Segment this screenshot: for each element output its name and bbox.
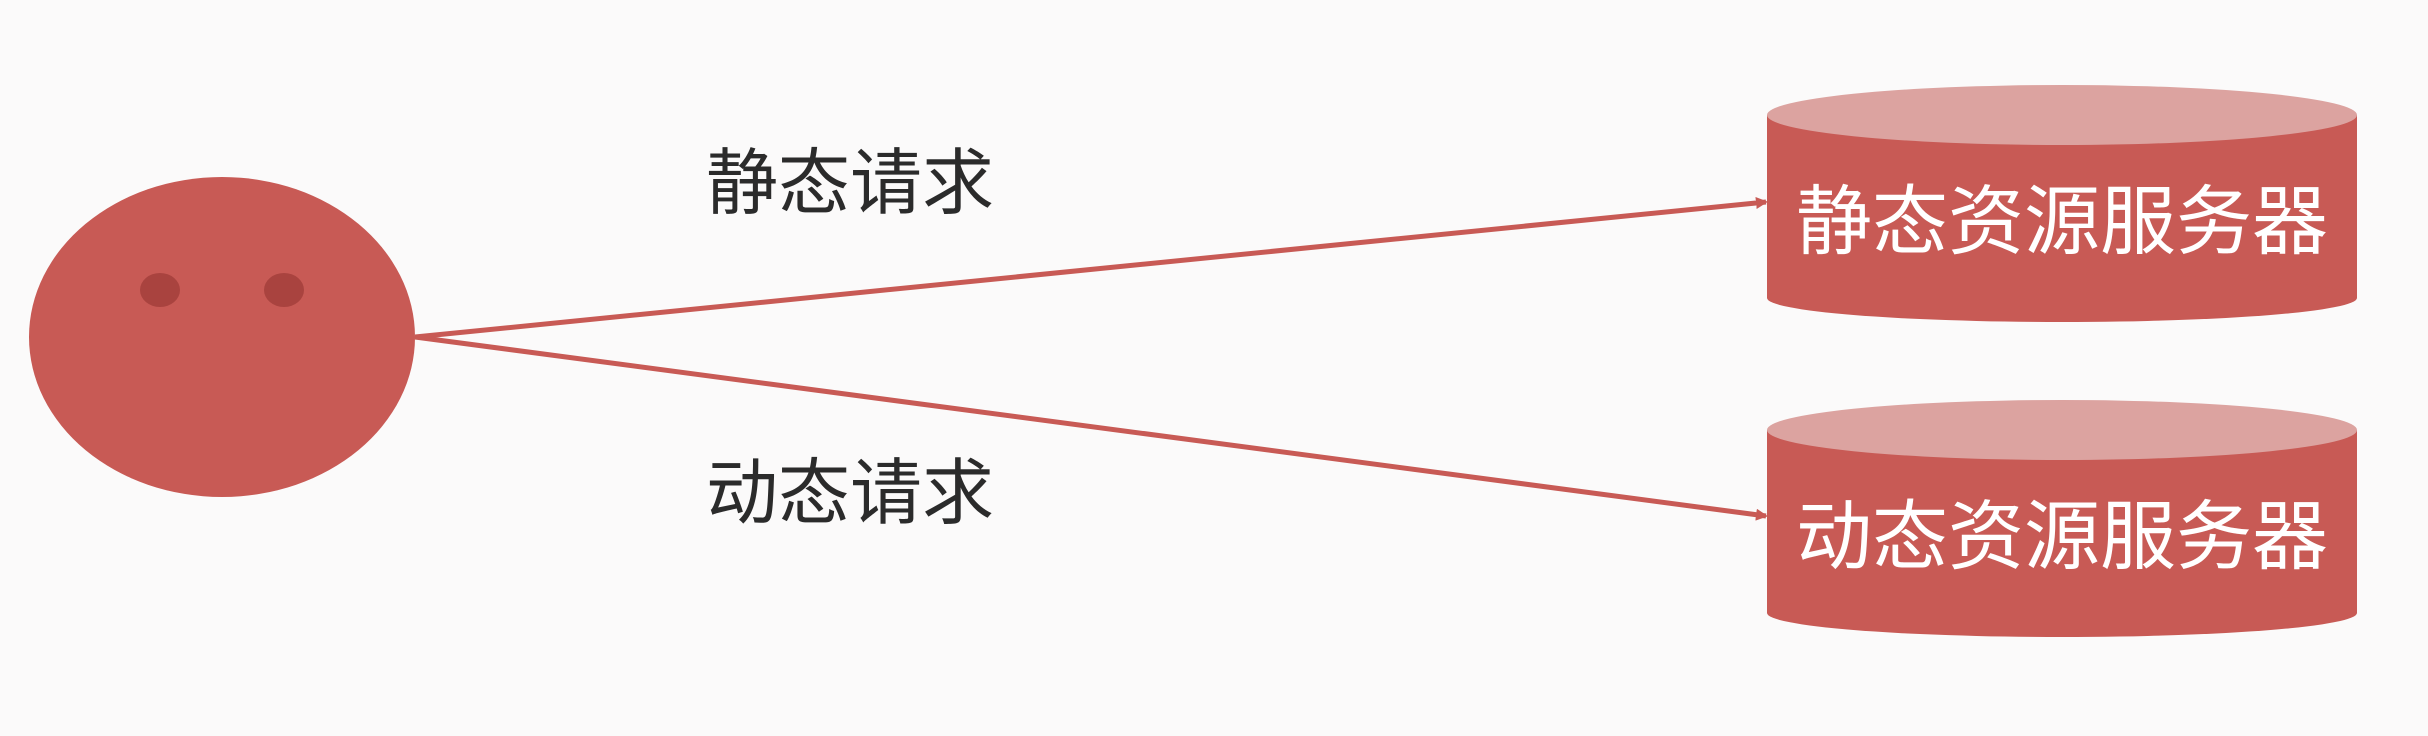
dynamic-server-bottom <box>1767 589 2357 637</box>
static-server-bottom <box>1767 274 2357 322</box>
static-server-label: 静态资源服务器 <box>1796 177 2328 266</box>
client-face-right-eye <box>264 273 304 307</box>
static-resource-server: 静态资源服务器 <box>1767 85 2357 322</box>
dynamic-server-body <box>1767 430 2357 613</box>
static-server-top <box>1767 85 2357 145</box>
client-face-body <box>29 177 415 497</box>
dynamic-request-arrow <box>414 334 1768 521</box>
static-server-body <box>1767 115 2357 298</box>
client-face <box>29 177 415 497</box>
static-request-label: 静态请求 <box>706 141 994 225</box>
dynamic-resource-server: 动态资源服务器 <box>1767 400 2357 637</box>
dynamic-server-label: 动态资源服务器 <box>1796 492 2328 581</box>
dynamic-server-top <box>1767 400 2357 460</box>
client-face-left-eye <box>140 273 180 307</box>
dynamic-request-label: 动态请求 <box>706 451 994 535</box>
static-request-arrow <box>414 197 1768 340</box>
